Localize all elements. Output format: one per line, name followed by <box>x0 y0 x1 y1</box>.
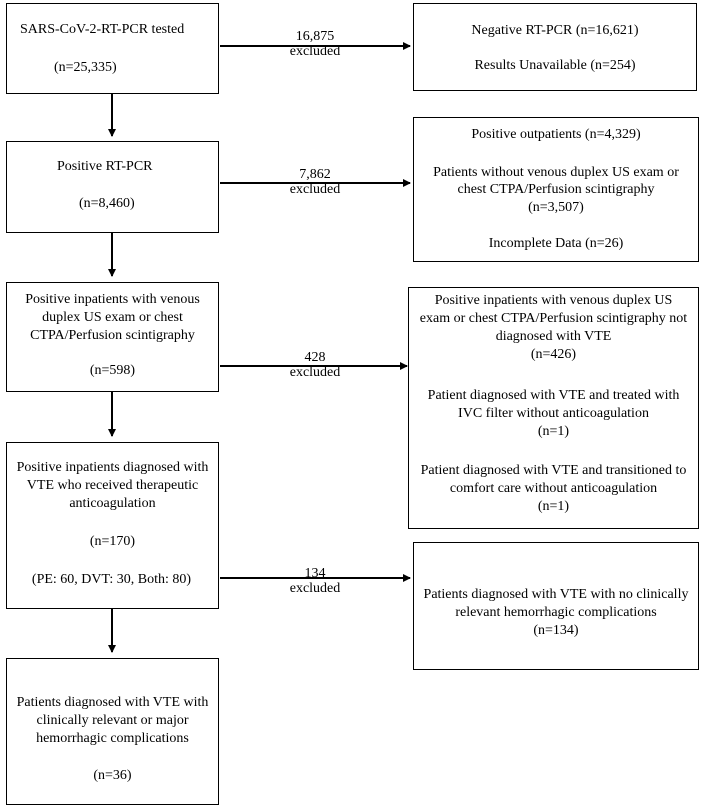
exclusion-count: 428 <box>304 350 326 365</box>
box-line: chest CTPA/Perfusion scintigraphy <box>457 182 655 197</box>
box-line: Patients without venous duplex US exam o… <box>433 165 679 180</box>
box-line: relevant hemorrhagic complications <box>455 605 657 620</box>
box-count: (n=1) <box>537 424 570 439</box>
box-line: Negative RT-PCR (n=16,621) <box>471 23 639 38</box>
box-excluded-outpatients: Positive outpatients (n=4,329) Patients … <box>413 117 699 262</box>
exclusion-word: excluded <box>289 365 341 380</box>
box-negative: Negative RT-PCR (n=16,621) Results Unava… <box>413 3 697 91</box>
exclusion-label-3: 428 excluded <box>255 350 375 380</box>
box-breakdown: (PE: 60, DVT: 30, Both: 80) <box>31 572 192 587</box>
exclusion-label-2: 7,862 excluded <box>255 167 375 197</box>
box-line: Patient diagnosed with VTE and transitio… <box>420 463 687 478</box>
box-line: IVC filter without anticoagulation <box>458 406 649 421</box>
box-line: comfort care without anticoagulation <box>449 481 658 496</box>
box-count: (n=36) <box>93 768 132 783</box>
box-line: duplex US exam or chest <box>42 310 183 325</box>
box-line: VTE who received therapeutic <box>26 478 199 493</box>
box-no-hemorrhage: Patients diagnosed with VTE with no clin… <box>413 542 699 670</box>
box-line: Patient diagnosed with VTE and treated w… <box>427 388 680 403</box>
box-positive: Positive RT-PCR (n=8,460) <box>6 141 219 233</box>
exclusion-word: excluded <box>289 581 341 596</box>
box-hemorrhage: Patients diagnosed with VTE with clinica… <box>6 658 219 805</box>
box-line: anticoagulation <box>69 496 156 511</box>
box-line: Patients diagnosed with VTE with <box>16 695 209 710</box>
box-line: Results Unavailable (n=254) <box>474 58 636 73</box>
exclusion-count: 134 <box>304 566 326 581</box>
box-line: Positive inpatients diagnosed with <box>16 460 209 475</box>
box-line: diagnosed with VTE <box>495 329 612 344</box>
box-line: hemorrhagic complications <box>36 731 189 746</box>
box-vte-anticoagulation: Positive inpatients diagnosed with VTE w… <box>6 442 219 609</box>
box-title: Positive RT-PCR <box>57 159 153 174</box>
box-count: (n=25,335) <box>54 60 117 75</box>
exclusion-label-4: 134 excluded <box>255 566 375 596</box>
box-inpatients: Positive inpatients with venous duplex U… <box>6 282 219 392</box>
box-line: Positive inpatients with venous duplex U… <box>434 293 673 308</box>
box-count: (n=426) <box>530 347 577 362</box>
box-count: (n=170) <box>89 534 136 549</box>
box-count: (n=598) <box>89 363 136 378</box>
box-line: (n=3,507) <box>528 200 584 215</box>
exclusion-word: excluded <box>289 182 341 197</box>
exclusion-word: excluded <box>289 44 341 59</box>
box-tested: SARS-CoV-2-RT-PCR tested (n=25,335) <box>6 3 219 94</box>
box-line: Positive inpatients with venous <box>25 292 200 307</box>
exclusion-count: 16,875 <box>295 29 335 44</box>
box-count: (n=1) <box>537 499 570 514</box>
box-line: Positive outpatients (n=4,329) <box>471 127 641 142</box>
box-title: SARS-CoV-2-RT-PCR tested <box>20 22 185 37</box>
box-line: Patients diagnosed with VTE with no clin… <box>423 587 689 602</box>
box-line: exam or chest CTPA/Perfusion scintigraph… <box>419 311 688 326</box>
box-line: clinically relevant or major <box>36 713 189 728</box>
exclusion-label-1: 16,875 excluded <box>255 29 375 59</box>
box-excluded-inpatients: Positive inpatients with venous duplex U… <box>408 287 699 529</box>
exclusion-count: 7,862 <box>299 167 331 182</box>
box-line: Incomplete Data (n=26) <box>488 236 624 251</box>
box-count: (n=8,460) <box>79 196 135 211</box>
box-line: CTPA/Perfusion scintigraphy <box>30 328 195 343</box>
box-count: (n=134) <box>533 623 579 638</box>
